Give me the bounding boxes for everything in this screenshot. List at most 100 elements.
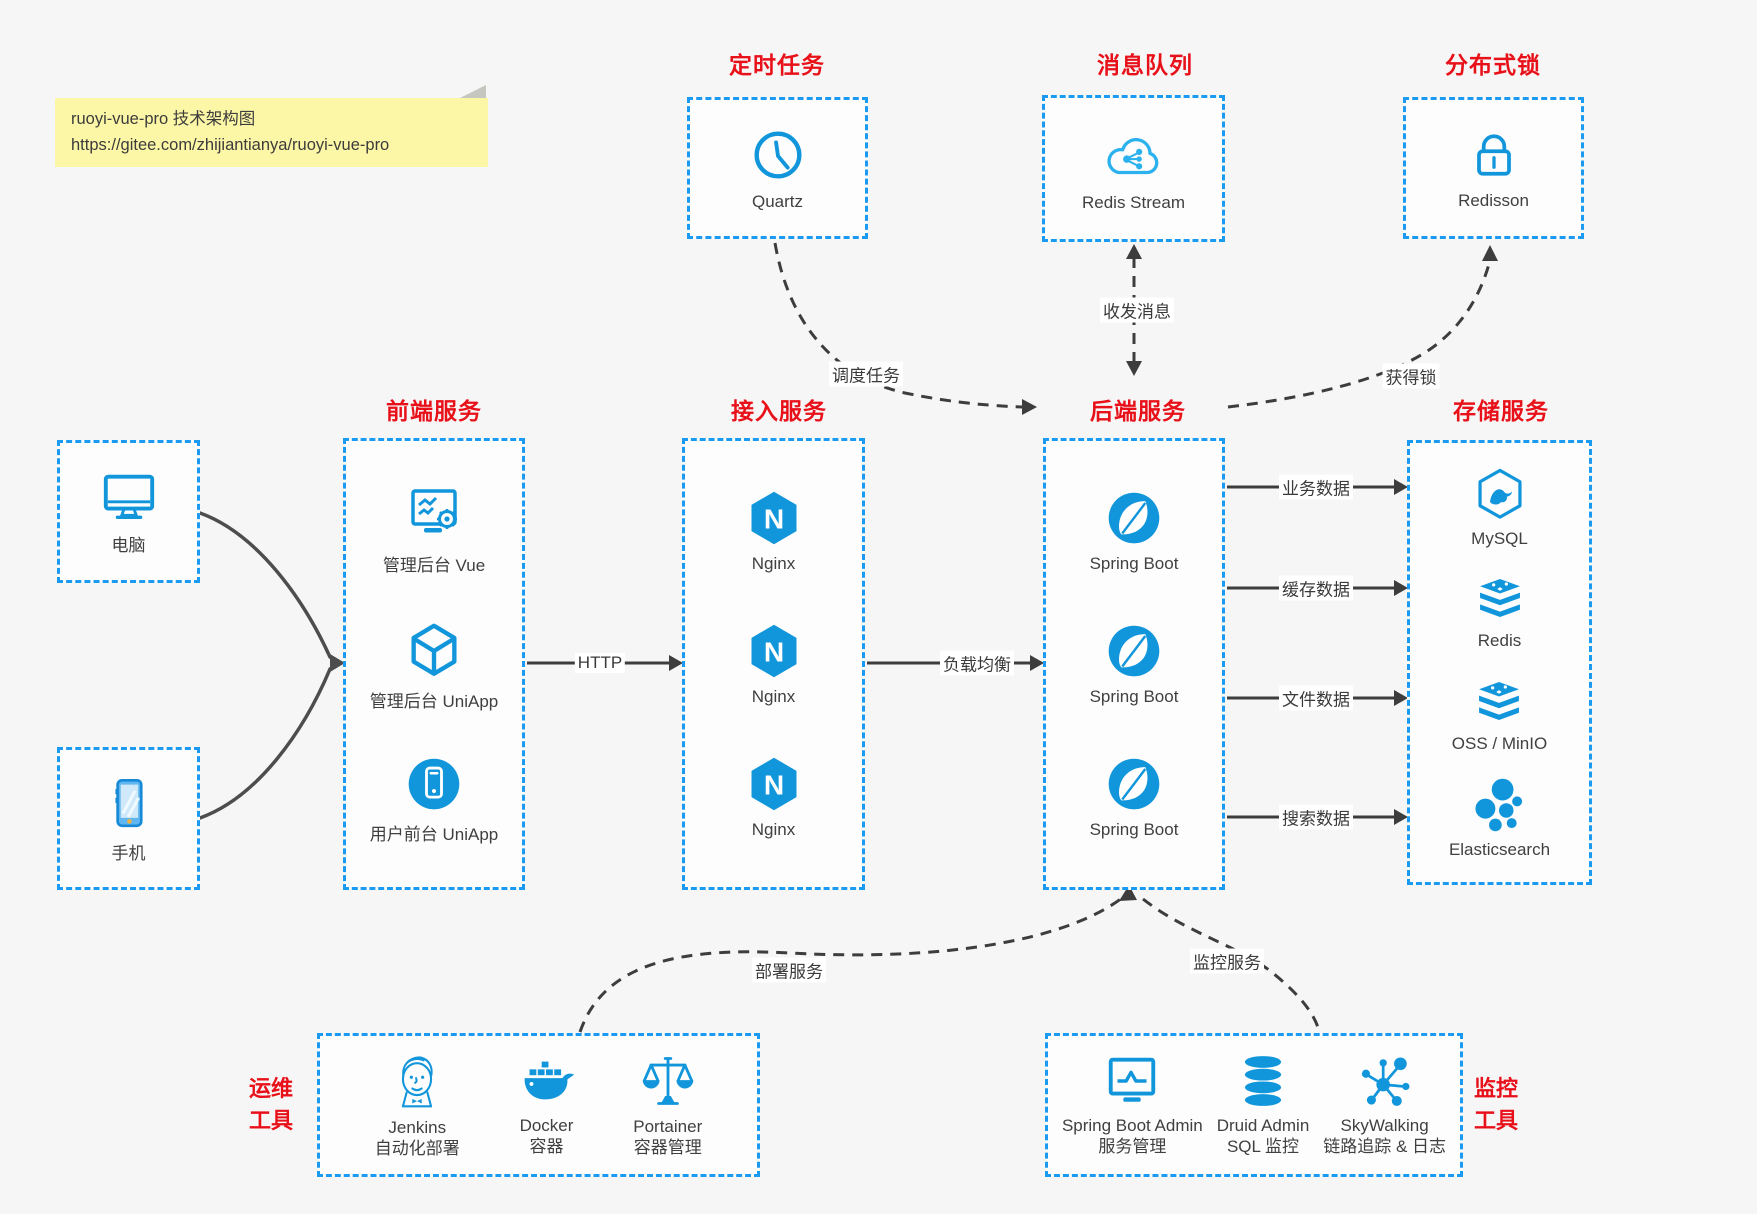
title-storage-services: 存储服务 [1453, 398, 1549, 424]
node-docker: Docker 容器 [515, 1052, 579, 1159]
monitor-chart-icon [1101, 1052, 1163, 1110]
title-scheduled-tasks: 定时任务 [729, 52, 825, 78]
node-oss-minio: OSS / MinIO [1452, 674, 1547, 754]
node-label: Portainer [633, 1116, 703, 1136]
node-label: Spring Boot [1089, 687, 1179, 706]
node-redisson: Redisson [1458, 125, 1529, 211]
node-label: 手机 [111, 844, 146, 863]
cloud-share-icon [1100, 125, 1166, 187]
node-springboot-1: Spring Boot [1089, 488, 1179, 574]
edge-label-business-data: 业务数据 [1279, 474, 1353, 500]
node-label: 管理后台 Vue [382, 556, 486, 576]
edge-label-messages: 收发消息 [1100, 297, 1174, 323]
node-mysql: MySQL [1471, 465, 1529, 549]
nginx-icon: N [744, 488, 804, 548]
scales-icon [638, 1051, 698, 1111]
node-portainer: Portainer 容器管理 [633, 1051, 702, 1160]
redis-stack-icon [1471, 571, 1529, 625]
spring-icon [1104, 754, 1164, 814]
monitor-gear-icon [402, 483, 466, 545]
title-gateway-services: 接入服务 [731, 398, 827, 424]
node-admin-vue: 管理后台 Vue [383, 483, 485, 576]
elasticsearch-icon [1470, 776, 1528, 834]
node-label: Nginx [751, 687, 796, 706]
edge-label-monitor: 监控服务 [1190, 948, 1264, 974]
docker-whale-icon [515, 1052, 579, 1110]
edge-label-deploy: 部署服务 [752, 957, 826, 983]
node-admin-uniapp: 管理后台 UniApp [370, 619, 498, 712]
spring-icon [1104, 488, 1164, 548]
phone-box: 手机 [57, 747, 200, 890]
edge-label-cache-data: 缓存数据 [1279, 575, 1353, 601]
node-label: 用户前台 UniApp [369, 824, 499, 844]
jenkins-icon [387, 1050, 447, 1112]
nginx-icon: N [744, 754, 804, 814]
mysql-icon [1471, 465, 1529, 523]
edge-label-acquire-lock: 获得锁 [1382, 363, 1440, 389]
node-redis: Redis [1471, 571, 1529, 651]
title-message-queue: 消息队列 [1097, 52, 1193, 78]
node-skywalking: SkyWalking 链路追踪 & 日志 [1323, 1052, 1446, 1159]
node-label: Spring Boot [1089, 554, 1179, 573]
node-sublabel: SQL 监控 [1226, 1136, 1300, 1156]
frontend-group-box: 管理后台 Vue 管理后台 UniApp 用户前台 UniApp [343, 438, 525, 890]
node-redis-stream: Redis Stream [1082, 125, 1185, 213]
database-icon [1234, 1052, 1292, 1110]
storage-group-box: MySQL Redis [1407, 440, 1592, 885]
node-label: 电脑 [111, 536, 146, 555]
node-quartz: Quartz [747, 124, 809, 212]
node-label: 管理后台 UniApp [369, 691, 499, 711]
svg-text:N: N [763, 503, 783, 534]
node-label: Quartz [751, 192, 804, 211]
node-label: Nginx [751, 554, 796, 573]
node-label: Redis [1477, 631, 1522, 651]
note-title: ruoyi-vue-pro 技术架构图 [71, 110, 256, 128]
svg-text:N: N [763, 769, 783, 800]
node-druid-admin: Druid Admin SQL 监控 [1216, 1052, 1310, 1159]
edge-label-load-balance: 负载均衡 [940, 650, 1014, 676]
edge-label-schedule: 调度任务 [829, 361, 903, 387]
node-springboot-3: Spring Boot [1089, 754, 1179, 840]
lock-group-box: Redisson [1403, 97, 1584, 239]
node-label: Jenkins [388, 1117, 447, 1137]
spring-icon [1104, 621, 1164, 681]
node-sublabel: 链路追踪 & 日志 [1323, 1136, 1447, 1156]
title-monitor-tools: 监控 工具 [1474, 1076, 1519, 1133]
node-spring-boot-admin: Spring Boot Admin 服务管理 [1062, 1052, 1203, 1159]
node-jenkins: Jenkins 自动化部署 [375, 1050, 460, 1161]
computer-box: 电脑 [57, 440, 200, 583]
node-sublabel: 自动化部署 [374, 1138, 460, 1158]
backend-group-box: Spring Boot Spring Boot Spring Boot [1043, 438, 1225, 890]
sticky-note: ruoyi-vue-pro 技术架构图 https://gitee.com/zh… [55, 85, 488, 167]
node-label: OSS / MinIO [1451, 733, 1548, 753]
user-app-icon [404, 754, 464, 814]
edge-label-http: HTTP [574, 653, 626, 673]
node-label: Druid Admin [1216, 1115, 1310, 1135]
title-backend-services: 后端服务 [1090, 398, 1186, 424]
svg-text:N: N [763, 636, 783, 667]
edge-label-search-data: 搜索数据 [1279, 804, 1353, 830]
node-nginx-2: N Nginx [744, 621, 804, 707]
node-label: Redis Stream [1082, 192, 1185, 212]
skywalking-icon [1356, 1052, 1414, 1110]
note-fold-corner [460, 85, 486, 98]
node-springboot-2: Spring Boot [1089, 621, 1179, 707]
node-label: Elasticsearch [1448, 839, 1551, 859]
lock-icon [1464, 125, 1524, 185]
node-label: MySQL [1471, 529, 1528, 549]
node-sublabel: 服务管理 [1098, 1136, 1167, 1156]
note-url: https://gitee.com/zhijiantianya/ruoyi-vu… [71, 135, 390, 154]
node-label: Spring Boot Admin [1061, 1115, 1203, 1135]
title-frontend-services: 前端服务 [386, 398, 482, 424]
node-nginx-1: N Nginx [744, 488, 804, 574]
node-computer: 电脑 [98, 467, 160, 556]
node-label: Spring Boot [1089, 820, 1179, 839]
monitor-group-box: Spring Boot Admin 服务管理 Druid Admin SQL 监… [1045, 1033, 1463, 1177]
oss-stack-icon [1470, 674, 1528, 728]
smartphone-icon [101, 773, 157, 833]
ops-group-box: Jenkins 自动化部署 Docker 容器 [317, 1033, 760, 1177]
node-label: Docker [519, 1115, 574, 1135]
node-label: Redisson [1458, 191, 1529, 210]
node-sublabel: 容器管理 [633, 1137, 702, 1157]
